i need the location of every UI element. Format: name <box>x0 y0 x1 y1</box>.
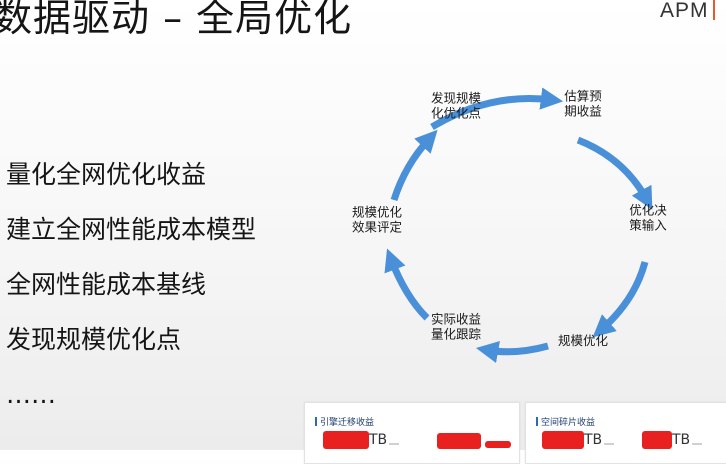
panel-title: 引擎迁移收益 <box>315 415 374 428</box>
bullet-item: 建立全网性能成本模型 <box>6 215 257 244</box>
cycle-arrow <box>592 261 649 338</box>
cycle-step-label: 发现规模化优化点 <box>431 91 482 121</box>
redacted-value <box>485 441 511 448</box>
bullet-item-ellipsis: …… <box>6 380 56 409</box>
cycle-step-line: 策输入 <box>629 218 667 233</box>
cycle-arrow <box>384 248 430 321</box>
panel-title: 空间碎片收益 <box>536 415 595 428</box>
cycle-step-line: 规模优化 <box>558 333 609 348</box>
cycle-arrow <box>576 136 653 210</box>
cycle-step-label: 实际收益量化跟踪 <box>431 312 482 342</box>
slide-title: 数据驱动 – 全局优化 <box>0 0 353 40</box>
cycle-step-line: 规模优化 <box>352 205 403 220</box>
unit-label: TB <box>584 432 603 448</box>
apm-logo: APM <box>660 0 715 20</box>
space-fragment-panel: 空间碎片收益 TB TB <box>525 402 726 464</box>
bullet-item: 量化全网优化收益 <box>6 160 207 189</box>
redacted-value <box>542 431 584 449</box>
cycle-step-line: 量化跟踪 <box>431 327 482 342</box>
cycle-step-line: 效果评定 <box>352 220 402 235</box>
cycle-step-line: 实际收益 <box>431 312 481 327</box>
cycle-arrow <box>430 87 564 130</box>
unit-sublabel <box>692 443 702 445</box>
engine-migration-panel: 引擎迁移收益 TB <box>304 402 520 464</box>
cycle-step-line: 期收益 <box>564 104 602 119</box>
bullet-list: 量化全网优化收益 建立全网性能成本模型 全网性能成本基线 发现规模优化点 …… <box>6 150 256 425</box>
bullet-item: 发现规模优化点 <box>6 325 182 354</box>
cycle-step-label: 规模优化 <box>558 333 609 348</box>
redacted-value <box>323 431 369 449</box>
redacted-value <box>642 431 672 449</box>
unit-label: TB <box>672 432 691 448</box>
cycle-arrows <box>384 87 653 363</box>
bullet-item: 全网性能成本基线 <box>6 270 207 299</box>
cycle-step-line: 估算预 <box>564 89 602 104</box>
unit-sublabel <box>604 443 614 445</box>
cycle-step-line: 化优化点 <box>431 106 481 121</box>
cycle-step-label: 规模优化效果评定 <box>352 205 403 235</box>
unit-sublabel <box>389 443 399 445</box>
cycle-step-line: 发现规模 <box>431 91 482 106</box>
redacted-value <box>437 433 481 449</box>
cycle-arrow <box>390 129 438 202</box>
unit-label: TB <box>369 432 388 448</box>
cycle-step-label: 优化决策输入 <box>629 203 667 233</box>
cycle-step-label: 估算预期收益 <box>564 89 602 119</box>
cycle-arrow <box>475 340 549 363</box>
cycle-step-line: 优化决 <box>629 203 667 218</box>
